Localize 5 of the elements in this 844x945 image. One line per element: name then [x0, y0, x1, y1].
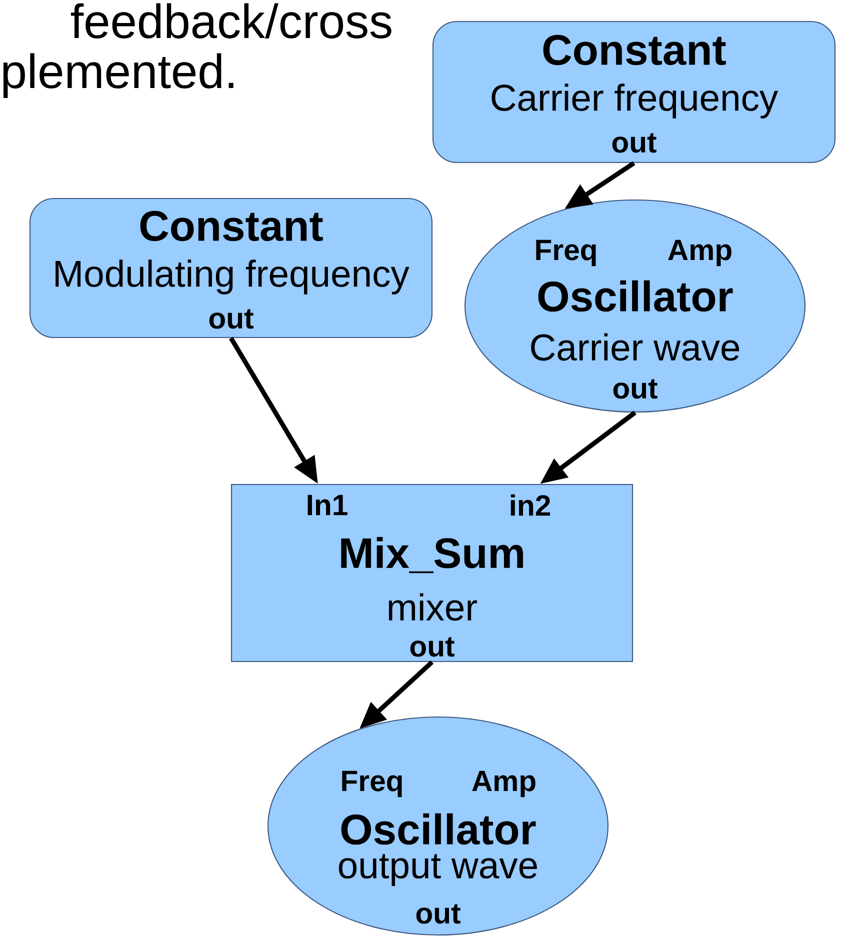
- note-text: feedback/cross: [70, 3, 392, 38]
- constant-box: Constant Modulating frequency out: [29, 198, 433, 338]
- note-text: plemented.: [3, 53, 234, 98]
- constant-box: Constant Carrier frequency out: [432, 20, 836, 164]
- mixer-box: In1 in2 Mix_Sum mixer out: [230, 484, 634, 662]
